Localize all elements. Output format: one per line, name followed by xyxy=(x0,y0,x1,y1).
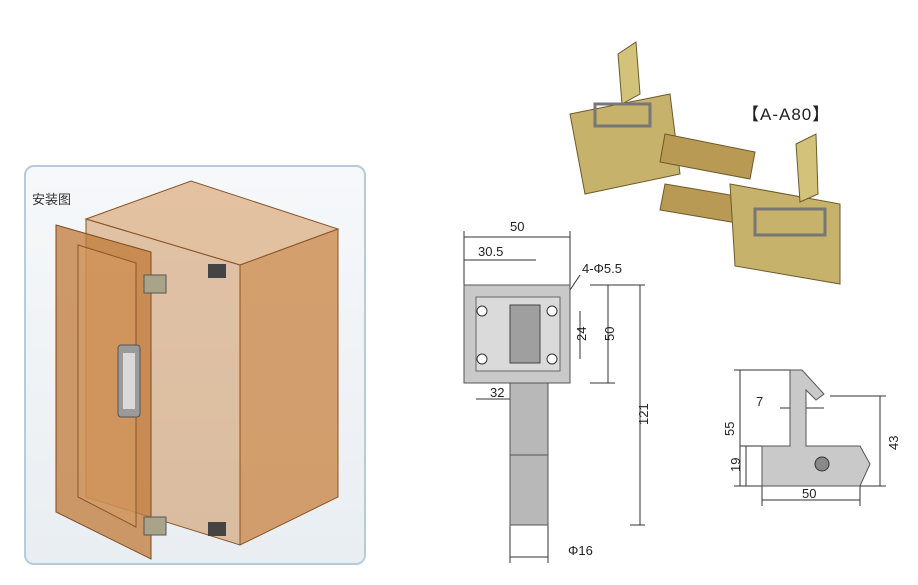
right-spring xyxy=(753,207,827,237)
dim-tab-width: 7 xyxy=(756,394,763,409)
dim-hole-spacing: 24 xyxy=(574,327,589,341)
dim-pin-offset: 32 xyxy=(490,385,504,400)
spring-mechanism xyxy=(509,304,541,364)
screw-hole-icon xyxy=(814,456,830,472)
door-handle-grip xyxy=(123,353,135,409)
installation-title: 安装图 xyxy=(32,192,72,207)
dim-height-total: 55 xyxy=(722,422,737,436)
latch-bottom-icon xyxy=(208,522,226,536)
hinge-top-icon xyxy=(143,274,167,294)
dim-total-height: 121 xyxy=(636,403,651,425)
left-bracket-tab xyxy=(617,41,641,105)
installation-panel: 安装图 xyxy=(24,165,366,565)
cabinet-right-side xyxy=(239,228,339,546)
door-glass xyxy=(77,244,137,528)
front-view-drawing: 50 30.5 4-Φ5.5 24 50 121 32 Φ16 xyxy=(463,219,651,563)
cabinet-illustration xyxy=(55,180,340,560)
dim-offset: 30.5 xyxy=(478,244,503,259)
right-bracket-tab xyxy=(795,133,819,203)
dim-base-width: 50 xyxy=(802,486,816,501)
hinge-bottom-icon xyxy=(143,516,167,536)
dim-plate-height: 50 xyxy=(602,327,617,341)
left-spring xyxy=(593,102,652,128)
dim-pin-diameter: Φ16 xyxy=(568,543,593,558)
model-label: 【A-A80】 xyxy=(742,105,831,124)
hinge-side-profile xyxy=(761,369,871,487)
dim-height-right: 43 xyxy=(886,436,901,450)
hole-icon xyxy=(546,353,558,365)
dim-base-height: 19 xyxy=(728,458,743,472)
hole-icon xyxy=(476,305,488,317)
side-view-drawing: 55 7 43 19 50 xyxy=(722,369,901,506)
hole-icon xyxy=(546,305,558,317)
left-pin xyxy=(659,133,756,180)
latch-top-icon xyxy=(208,264,226,278)
hinge-pin xyxy=(509,382,549,526)
hole-icon xyxy=(476,353,488,365)
hinge-product-photo xyxy=(569,41,841,285)
dim-holes: 4-Φ5.5 xyxy=(582,261,622,276)
dim-width: 50 xyxy=(510,219,524,234)
left-bracket xyxy=(569,93,681,195)
